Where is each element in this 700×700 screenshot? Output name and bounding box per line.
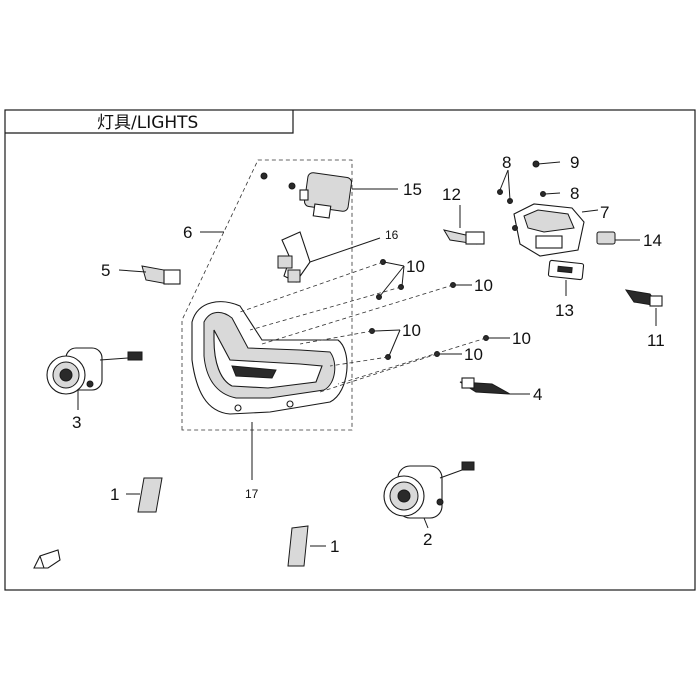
headlight-housing-17 <box>191 301 348 415</box>
diagram-frame <box>4 109 696 591</box>
instrument-cluster-7 <box>512 203 585 257</box>
callout-17: 17 <box>245 487 259 501</box>
turn-signal-11 <box>624 289 663 307</box>
callout-4: 4 <box>533 385 542 404</box>
callout-2: 2 <box>423 530 432 549</box>
turn-signal-4 <box>459 377 511 395</box>
headlight-group-outline <box>181 159 353 431</box>
callout-7: 7 <box>600 203 609 222</box>
callout-1-left: 1 <box>110 485 119 504</box>
callout-labels: 15 16 6 17 5 12 8 9 8 7 14 13 11 10 10 1… <box>72 153 665 556</box>
reflector-1-bottom <box>287 525 309 567</box>
callout-12: 12 <box>442 185 461 204</box>
fog-lamp-2 <box>383 461 475 519</box>
arrow-badge-icon <box>33 549 61 569</box>
leader-lines <box>77 161 657 547</box>
callout-14: 14 <box>643 231 662 250</box>
fog-lamp-3 <box>46 347 143 395</box>
turn-signal-12 <box>442 229 485 245</box>
lamp-13 <box>547 259 585 281</box>
callout-1-bottom: 1 <box>330 537 339 556</box>
callout-3: 3 <box>72 413 81 432</box>
diagram-title: 灯具/LIGHTS <box>97 113 198 133</box>
connector-14 <box>596 231 616 245</box>
callout-11: 11 <box>647 331 665 350</box>
reflector-1-left <box>137 477 163 513</box>
turn-signal-5 <box>141 265 181 285</box>
title-box <box>5 110 294 134</box>
control-module-15 <box>260 172 353 219</box>
callout-16: 16 <box>385 228 399 242</box>
fastener-guides <box>239 261 487 393</box>
callout-15: 15 <box>403 180 422 199</box>
callout-8-right: 8 <box>570 184 579 203</box>
callout-10-c: 10 <box>402 321 421 340</box>
callout-10-a: 10 <box>406 257 425 276</box>
callout-6: 6 <box>183 223 192 242</box>
callout-10-e: 10 <box>464 345 483 364</box>
callout-5: 5 <box>101 261 110 280</box>
callout-10-d: 10 <box>512 329 531 348</box>
callout-13: 13 <box>555 301 574 320</box>
callout-9: 9 <box>570 153 579 172</box>
harness-bracket-16 <box>277 231 311 283</box>
callout-8-top: 8 <box>502 153 511 172</box>
callout-10-b: 10 <box>474 276 493 295</box>
